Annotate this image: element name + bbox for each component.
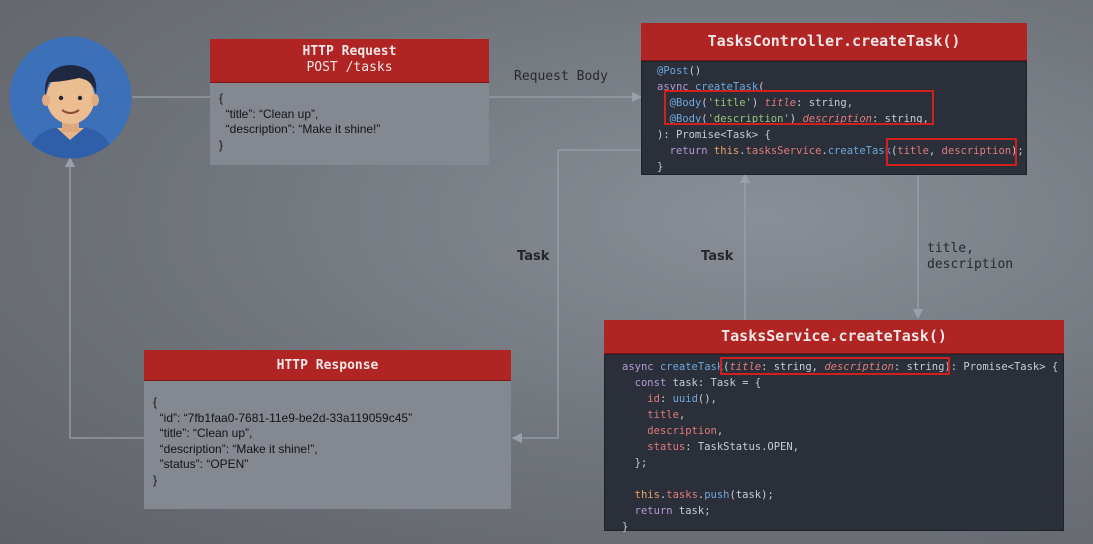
service-params-highlight [720, 357, 950, 375]
controller-card: TasksController.createTask() @Post() asy… [641, 23, 1027, 175]
task-label-left: Task [517, 249, 550, 264]
json-line: } [219, 137, 224, 152]
http-request-header: HTTP Request POST /tasks [210, 39, 489, 83]
code-line: id: uuid(), [647, 393, 717, 405]
controller-code: @Post() async createTask( @Body('title')… [641, 61, 1027, 175]
user-avatar [9, 36, 132, 159]
http-request-title: HTTP Request [302, 44, 397, 59]
http-request-body: { “title”: “Clean up”, “description”: “M… [210, 83, 489, 165]
http-response-card: HTTP Response { “id”: “7fb1faa0-7681-11e… [144, 350, 511, 509]
http-request-card: HTTP Request POST /tasks { “title”: “Cle… [210, 39, 489, 165]
json-line: { [153, 395, 158, 409]
code-line: description, [647, 425, 724, 437]
json-line: “id”: “7fb1faa0-7681-11e9-be2d-33a119059… [153, 410, 413, 425]
code-line: async createTask(title: string, descript… [622, 361, 1059, 373]
response-to-avatar-arrow [64, 156, 144, 439]
http-response-title: HTTP Response [276, 358, 379, 373]
controller-header: TasksController.createTask() [641, 23, 1027, 61]
controller-title: TasksController.createTask() [707, 32, 961, 50]
code-line: ): Promise<Task> { [657, 129, 771, 141]
json-line: “title”: “Clean up”, [219, 106, 319, 121]
code-line: const task: Task = { [634, 377, 762, 389]
json-line: “title”: “Clean up”, [153, 426, 253, 440]
code-line: return this.tasksService.createTask(titl… [669, 145, 1024, 157]
json-line: } [153, 472, 158, 487]
json-line: { [219, 91, 224, 105]
code-line: }; [622, 457, 648, 469]
title-description-label-line1: title, [927, 241, 974, 256]
code-line: @Body('title') title: string, [669, 97, 854, 109]
code-line: this.tasks.push(task); [634, 489, 774, 501]
service-card: TasksService.createTask() async createTa… [604, 320, 1064, 533]
task-label-right: Task [701, 249, 734, 264]
json-line: “description”: “Make it shine!”, [153, 441, 318, 456]
http-response-header: HTTP Response [144, 350, 511, 381]
code-line: } [622, 521, 629, 533]
code-line: @Body('description') description: string… [669, 113, 929, 125]
code-line: @Post() [657, 65, 702, 77]
call-args-highlight [886, 138, 1017, 166]
service-code: async createTask(title: string, descript… [604, 354, 1064, 533]
title-description-label-line2: description [927, 257, 1014, 272]
user-avatar-icon [9, 36, 132, 159]
body-params-highlight [664, 90, 934, 125]
code-line: status: TaskStatus.OPEN, [647, 441, 800, 453]
json-line: “description”: “Make it shine!” [219, 122, 381, 136]
json-line: ”status”: “OPEN” [153, 457, 249, 471]
code-line: title, [647, 409, 686, 421]
code-line: } [657, 161, 664, 173]
service-title: TasksService.createTask() [721, 327, 947, 345]
http-request-subtitle: POST /tasks [306, 60, 393, 75]
code-line [622, 471, 1063, 487]
http-response-body: { “id”: “7fb1faa0-7681-11e9-be2d-33a1190… [144, 381, 511, 509]
code-line: return task; [634, 505, 711, 517]
request-body-label: Request Body [514, 69, 608, 84]
service-header: TasksService.createTask() [604, 320, 1064, 354]
